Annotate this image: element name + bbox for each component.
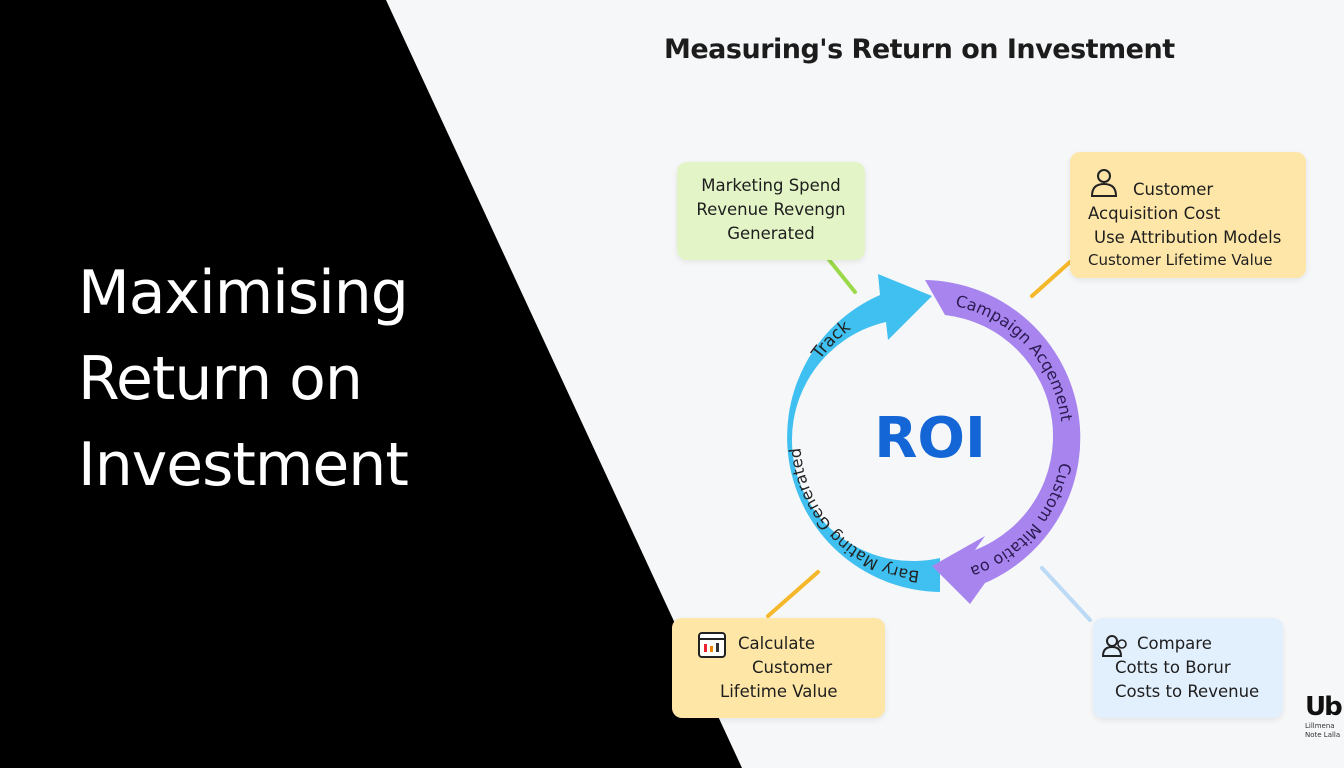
roi-label: ROI [874, 406, 986, 471]
box-calculate-clv: Calculate Customer Lifetime Value [672, 618, 885, 718]
box-text: Generated [727, 224, 815, 243]
people-icon [1101, 635, 1127, 657]
box-marketing-spend: Marketing Spend Revenue Revengn Generate… [677, 162, 865, 260]
box-text: Lifetime Value [720, 682, 838, 701]
headline-line: Investment [78, 430, 409, 500]
diagram-title: Measuring's Return on Investment [664, 34, 1175, 65]
purple-arc-arrow [925, 280, 1081, 604]
headline-line: Maximising [78, 258, 409, 328]
connector-line [1030, 260, 1072, 298]
box-customer-acquisition: Customer Acquisition Cost Use Attributio… [1070, 152, 1306, 278]
calendar-icon [698, 632, 726, 658]
box-text: Compare [1137, 634, 1212, 653]
box-text: Costs to Revenue [1115, 682, 1260, 701]
box-text: Customer Lifetime Value [1088, 251, 1273, 269]
logo-text: Lillmena [1305, 722, 1335, 730]
box-text: Acquisition Cost [1088, 204, 1221, 223]
user-icon [1090, 169, 1118, 197]
logo-text: Note Lalla [1305, 731, 1341, 739]
box-text: Customer [752, 658, 833, 677]
connector-line [766, 570, 820, 618]
logo-mark: Ub [1305, 692, 1343, 722]
box-compare-costs: Compare Cotts to Borur Costs to Revenue [1093, 618, 1283, 718]
box-text: Customer [1133, 180, 1214, 199]
connector-line [1040, 566, 1092, 622]
box-text: Marketing Spend [701, 176, 841, 195]
brand-logo: Ub Lillmena Note Lalla [1305, 692, 1344, 740]
headline-line: Return on [78, 344, 363, 414]
box-text: Revenue Revengn [696, 200, 846, 219]
connector-line [824, 254, 857, 294]
headline: Maximising Return on Investment [78, 250, 409, 508]
box-text: Calculate [738, 634, 816, 653]
blue-arc-arrow [787, 274, 940, 592]
black-panel [0, 0, 742, 768]
box-text: Use Attribution Models [1094, 228, 1282, 247]
box-text: Cotts to Borur [1115, 658, 1231, 677]
